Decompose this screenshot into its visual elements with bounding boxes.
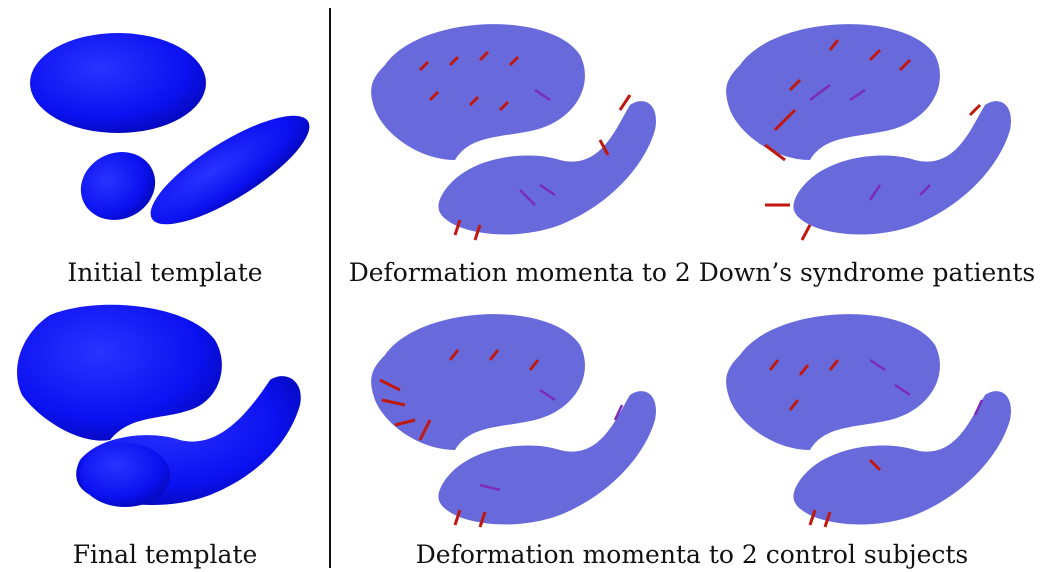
vertical-divider [329,8,331,568]
final-template-shapes [17,304,301,507]
control-subject-1-panel [360,300,680,530]
control-subject-2-shape [726,314,1011,528]
ellipsoid-elongated [150,115,310,225]
caption-initial-template: Initial template [67,258,263,287]
down-patient-1-panel [360,10,680,245]
control-subject-2-panel [720,300,1020,530]
caption-final-template: Final template [72,540,258,569]
caption-control: Deformation momenta to 2 control subject… [415,540,969,569]
ellipsoid-small [80,152,156,220]
initial-template-panel [20,28,310,228]
caption-down-syndrome: Deformation momenta to 2 Down’s syndrome… [348,258,1036,287]
down-patient-2-panel [720,10,1020,245]
final-small-ellipsoid [80,443,170,507]
initial-template-shapes [30,33,310,225]
final-template-panel [10,300,310,515]
control-subject-1-shape [371,314,656,528]
down-patient-2-shape [726,24,1011,241]
final-cortex-shape [17,304,222,441]
down-patient-1-shape [371,24,656,241]
ellipsoid-large [30,33,206,133]
